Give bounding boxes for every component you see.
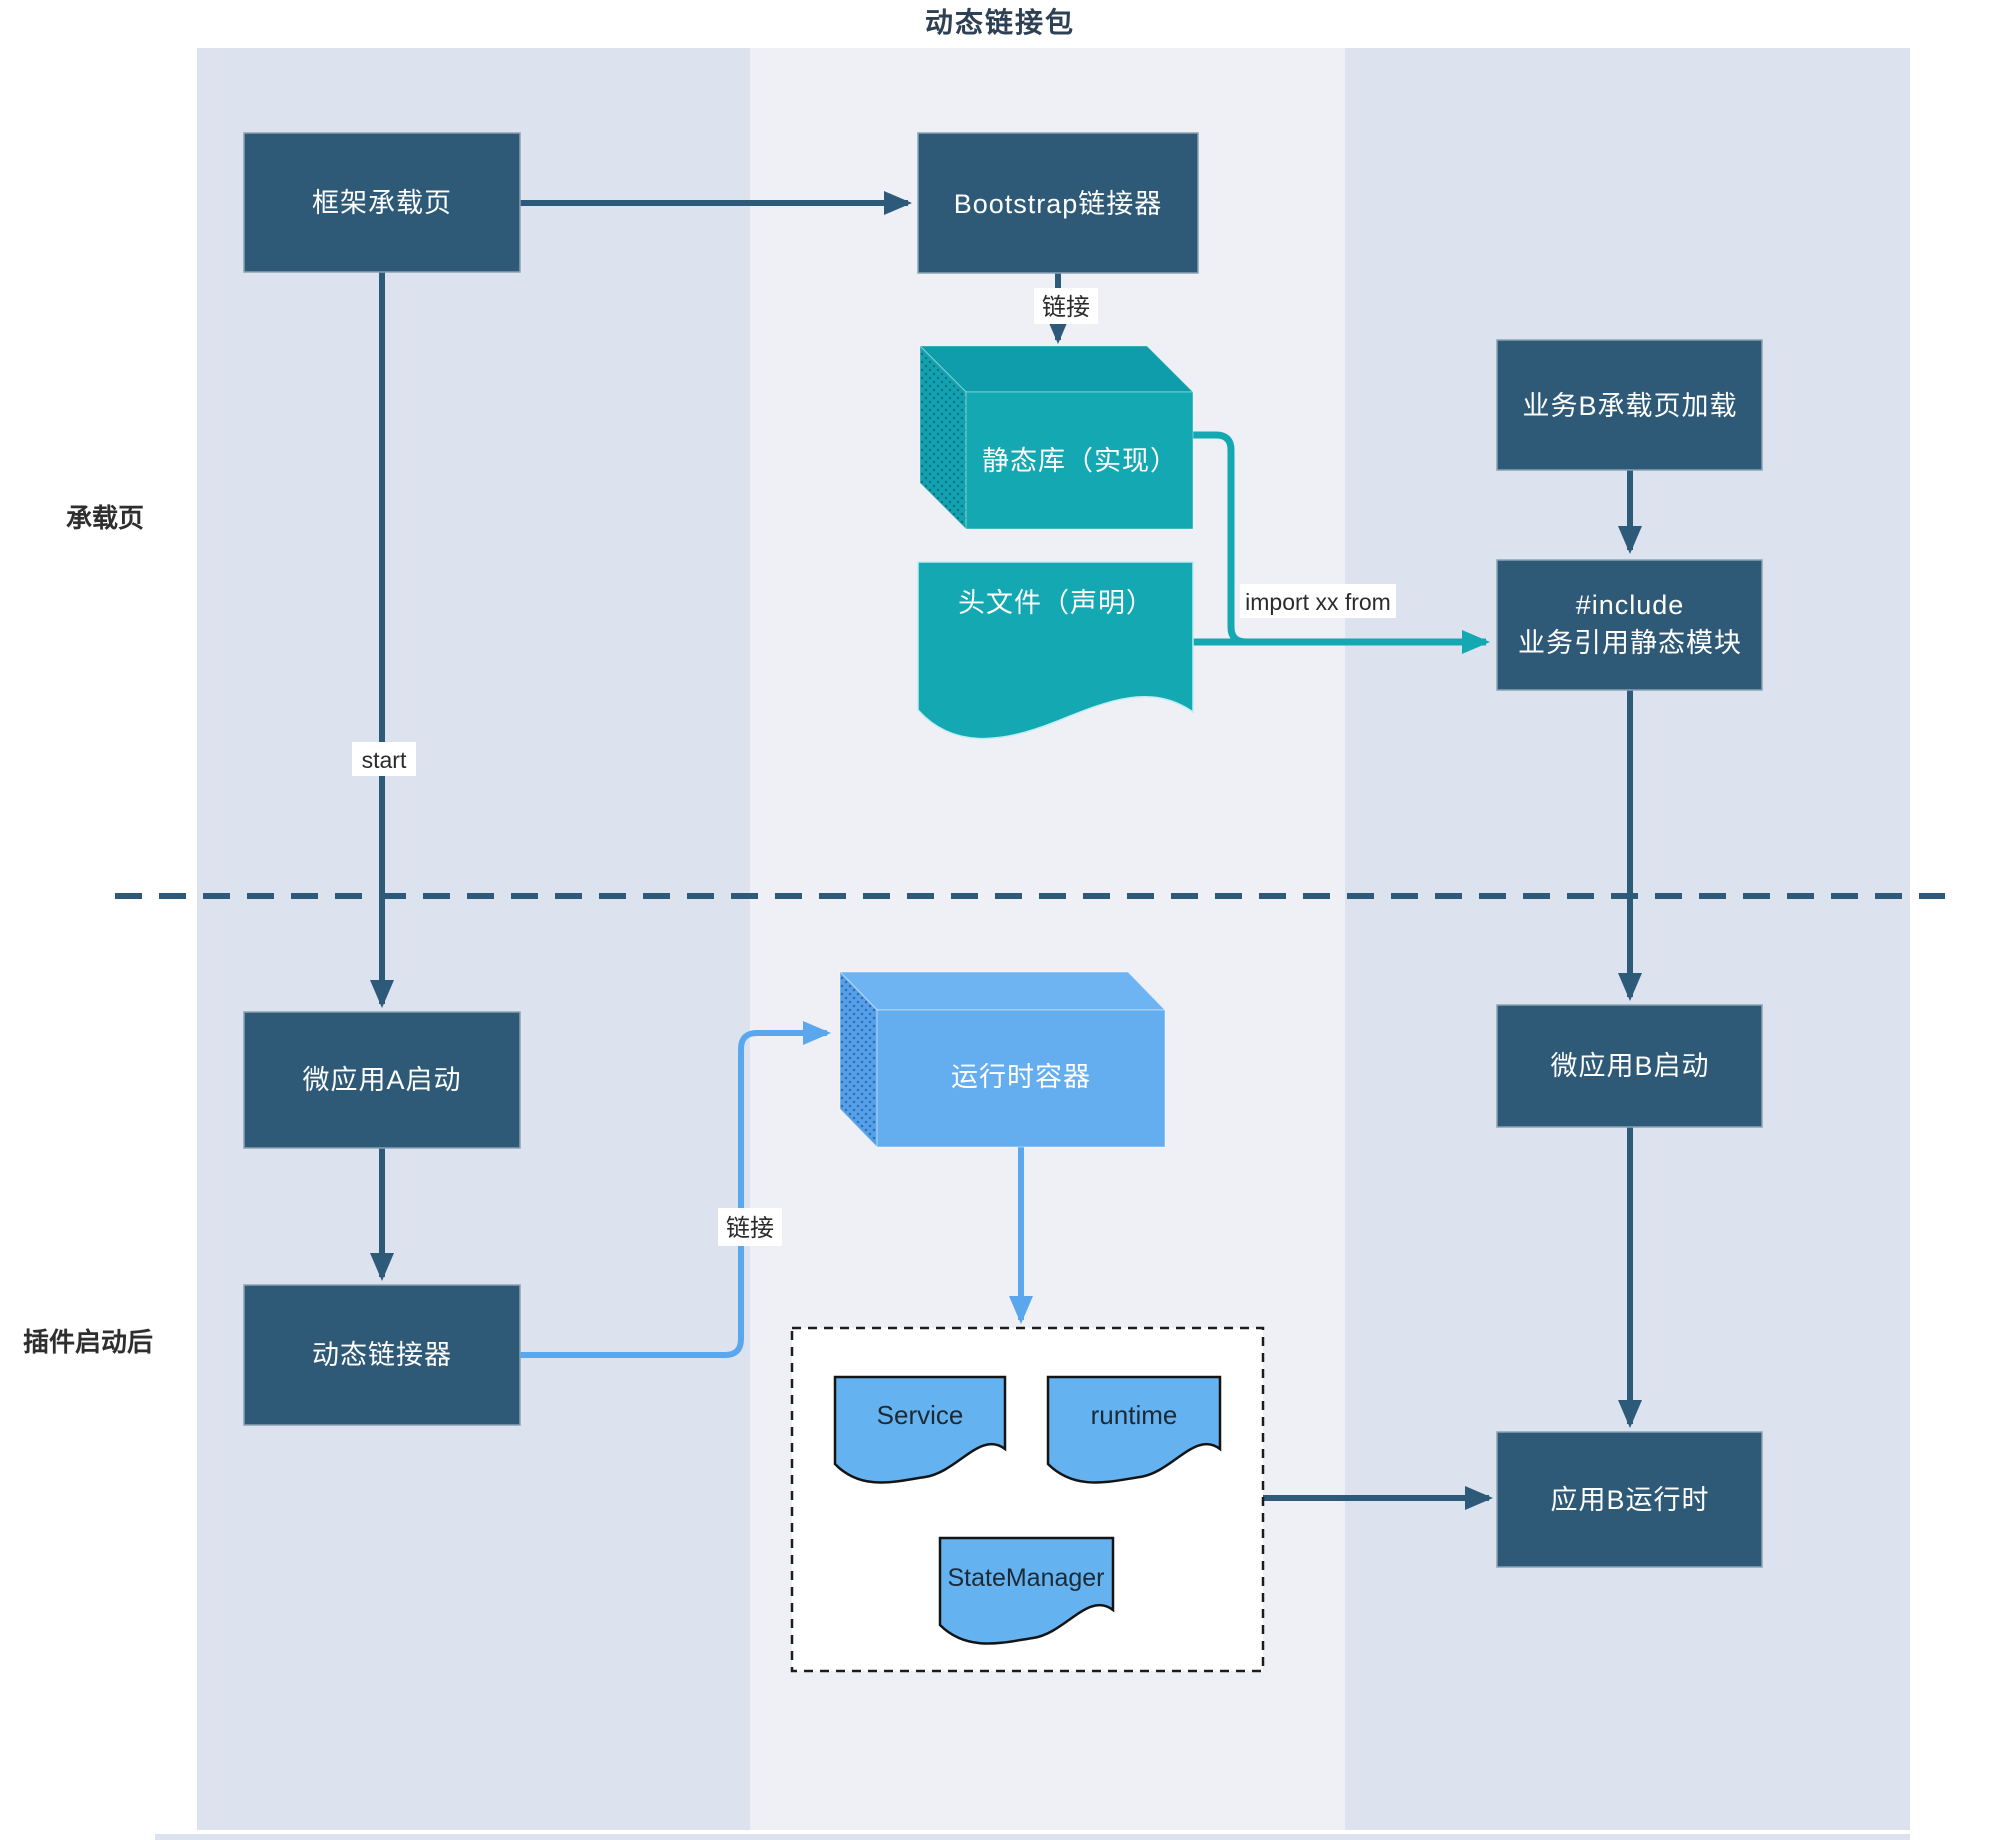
node-bootstrap-linker-label: Bootstrap链接器 [954, 189, 1163, 219]
node-state-manager-doc: StateManager [938, 1536, 1115, 1645]
node-frame-page: 框架承载页 [243, 132, 521, 273]
node-service-doc-label: Service [877, 1400, 964, 1430]
node-service-doc: Service [833, 1375, 1007, 1484]
edge-dynlinker-to-container [520, 1021, 831, 1358]
node-runtime-container-label: 运行时容器 [951, 1062, 1091, 1092]
diagram-title: 动态链接包 [925, 7, 1075, 38]
node-frame-page-label: 框架承载页 [312, 188, 452, 218]
edge-label-start: start [352, 742, 416, 776]
node-include-line1: #include [1576, 590, 1685, 620]
edge-label-link-top: 链接 [1034, 288, 1098, 324]
node-micro-b-start-label: 微应用B启动 [1550, 1051, 1709, 1081]
node-bootstrap-linker: Bootstrap链接器 [917, 132, 1199, 274]
node-state-manager-doc-label: StateManager [947, 1564, 1104, 1592]
node-static-lib: 静态库（实现） [918, 344, 1195, 531]
edge-label-start-text: start [362, 747, 407, 773]
edge-label-link-bottom-text: 链接 [726, 1215, 774, 1242]
node-header-file-label: 头文件（声明） [958, 588, 1154, 618]
node-dynamic-linker-label: 动态链接器 [312, 1340, 452, 1370]
node-header-file: 头文件（声明） [917, 561, 1194, 740]
node-dynamic-linker: 动态链接器 [243, 1284, 521, 1426]
lane-1-background [197, 48, 750, 1830]
node-runtime-doc-label: runtime [1091, 1400, 1178, 1430]
edge-label-import-from-text: import xx from [1245, 589, 1391, 615]
node-include-line2: 业务引用静态模块 [1518, 628, 1742, 658]
node-include-static-module: #include 业务引用静态模块 [1496, 559, 1763, 691]
row-label-after-plugin-start: 插件启动后 [23, 1327, 153, 1357]
node-app-b-runtime-label: 应用B运行时 [1550, 1485, 1709, 1515]
node-biz-b-load-label: 业务B承载页加载 [1522, 391, 1737, 421]
node-micro-a-start: 微应用A启动 [243, 1011, 521, 1149]
runtime-module-group: Service runtime StateManager [790, 1326, 1265, 1673]
node-micro-b-start: 微应用B启动 [1496, 1004, 1763, 1128]
node-micro-a-start-label: 微应用A启动 [302, 1065, 461, 1095]
node-app-b-runtime: 应用B运行时 [1496, 1431, 1763, 1568]
next-row-edge [155, 1834, 1910, 1840]
node-biz-b-load: 业务B承载页加载 [1496, 339, 1763, 471]
node-runtime-container: 运行时容器 [838, 970, 1167, 1149]
edge-label-import-from: import xx from [1240, 584, 1396, 618]
row-label-carrier-page: 承载页 [66, 503, 144, 533]
node-runtime-doc: runtime [1046, 1375, 1222, 1484]
edge-label-link-top-text: 链接 [1042, 294, 1090, 321]
edge-label-link-bottom: 链接 [718, 1208, 782, 1246]
node-static-lib-label: 静态库（实现） [982, 446, 1178, 476]
